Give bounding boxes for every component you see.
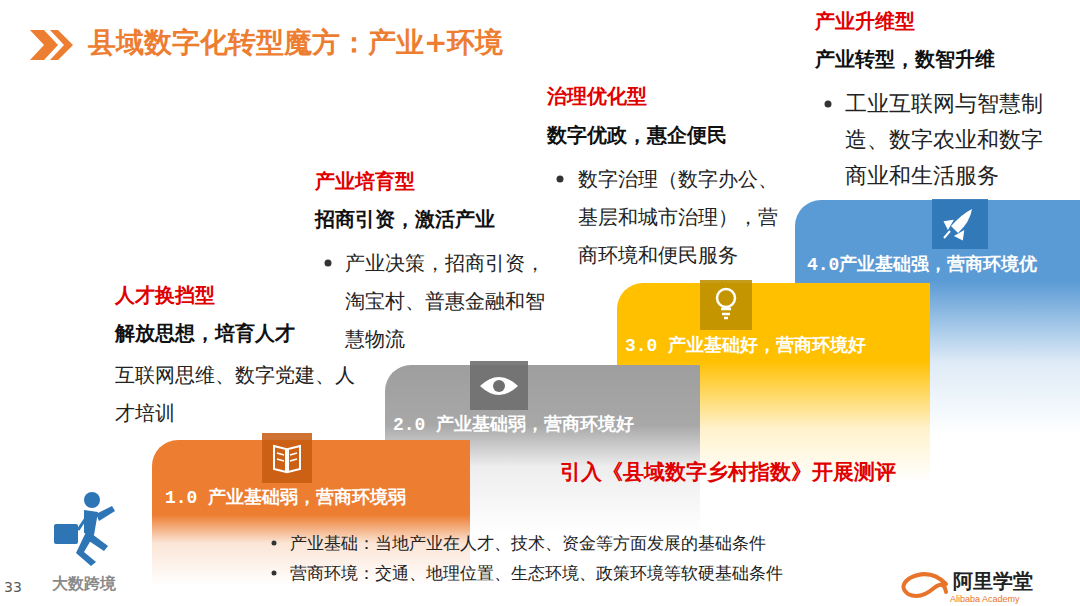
label-slot: 数字优政，惠企便民 bbox=[547, 122, 727, 148]
bullet-dot bbox=[557, 176, 564, 183]
type-description: 互联网思维、数字党建、人才培训 bbox=[115, 356, 355, 432]
label-slot: 产业决策，招商引资，淘宝村、普惠金融和智慧物流 bbox=[345, 244, 557, 358]
type-description: 数字治理（数字办公、基层和城市治理），营商环境和便民服务 bbox=[578, 160, 790, 274]
step-label: 1.0 产业基础弱，营商环境弱 bbox=[165, 487, 406, 509]
page-number: 33 bbox=[4, 578, 22, 596]
label-slot: 人才换挡型 bbox=[115, 282, 215, 308]
bullet-dot bbox=[325, 260, 332, 267]
label-slot: 产业基础：当地产业在人才、技术、资金等方面发展的基础条件 bbox=[290, 533, 766, 553]
label-slot: 数字治理（数字办公、基层和城市治理），营商环境和便民服务 bbox=[578, 160, 790, 274]
label-slot: 产业升维型 bbox=[815, 8, 915, 34]
watermark: 大数跨境 bbox=[52, 574, 116, 594]
runner-head bbox=[84, 492, 100, 508]
label-slot: 招商引资，激活产业 bbox=[315, 206, 495, 232]
definition-note: 产业基础：当地产业在人才、技术、资金等方面发展的基础条件 bbox=[290, 533, 766, 553]
step-label: 2.0 产业基础弱，营商环境好 bbox=[393, 414, 634, 436]
type-slogan: 数字优政，惠企便民 bbox=[547, 122, 727, 148]
step-label: 4.0产业基础强，营商环境优 bbox=[807, 254, 1037, 276]
runner-arm bbox=[78, 518, 86, 530]
label-slot: 互联网思维、数字党建、人才培训 bbox=[115, 356, 355, 432]
chevron bbox=[50, 30, 73, 60]
label-slot: 产业转型，数智升维 bbox=[815, 46, 995, 72]
runner-torso bbox=[84, 510, 98, 535]
type-slogan: 解放思想，培育人才 bbox=[115, 320, 295, 346]
runner-leg bbox=[89, 534, 108, 551]
type-heading: 人才换挡型 bbox=[115, 282, 215, 308]
bullet-dot bbox=[825, 101, 832, 108]
label-slot: 治理优化型 bbox=[547, 83, 647, 109]
type-heading: 治理优化型 bbox=[547, 83, 647, 109]
label-slot: 阿里学堂 bbox=[953, 569, 1033, 593]
type-heading: 产业升维型 bbox=[815, 8, 915, 34]
callout-note: 引入《县域数字乡村指数》开展测评 bbox=[560, 459, 896, 485]
logo-subtext: Alibaba Academy bbox=[950, 594, 1020, 605]
chevron bbox=[30, 30, 58, 60]
type-slogan: 招商引资，激活产业 bbox=[315, 206, 495, 232]
label-slot: 33 bbox=[4, 578, 22, 596]
label-slot: 引入《县域数字乡村指数》开展测评 bbox=[560, 459, 896, 485]
title-chevron bbox=[30, 30, 73, 60]
title-slot: 县域数字化转型魔方：产业+环境 bbox=[88, 26, 503, 60]
title: 县域数字化转型魔方：产业+环境 bbox=[88, 26, 503, 60]
label-slot: Alibaba Academy bbox=[950, 594, 1020, 605]
label-slot: 工业互联网与智慧制造、数字农业和数字商业和生活服务 bbox=[845, 86, 1050, 194]
label-slot: 解放思想，培育人才 bbox=[115, 320, 295, 346]
runner-leg bbox=[76, 532, 96, 566]
label-slot: 产业培育型 bbox=[315, 168, 415, 194]
briefcase bbox=[54, 524, 78, 544]
runner-arm bbox=[96, 506, 115, 521]
type-slogan: 产业转型，数智升维 bbox=[815, 46, 995, 72]
step-label: 3.0 产业基础好，营商环境好 bbox=[625, 335, 866, 357]
type-heading: 产业培育型 bbox=[315, 168, 415, 194]
type-description: 工业互联网与智慧制造、数字农业和数字商业和生活服务 bbox=[845, 86, 1050, 194]
type-description: 产业决策，招商引资，淘宝村、普惠金融和智慧物流 bbox=[345, 244, 557, 358]
logo-text: 阿里学堂 bbox=[953, 569, 1033, 593]
label-slot: 大数跨境 bbox=[52, 574, 116, 594]
definition-note: 营商环境：交通、地理位置、生态环境、政策环境等软硬基础条件 bbox=[290, 563, 783, 583]
label-slot: 营商环境：交通、地理位置、生态环境、政策环境等软硬基础条件 bbox=[290, 563, 783, 583]
runner-figure bbox=[54, 492, 115, 566]
